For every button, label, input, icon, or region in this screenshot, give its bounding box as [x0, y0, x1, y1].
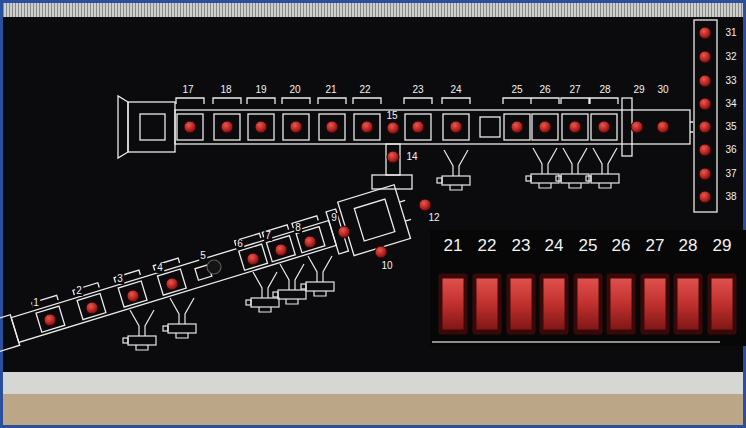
hopper-symbol: [123, 310, 156, 350]
lamp-strip: [694, 20, 717, 212]
callout-number: 10: [380, 261, 393, 271]
lower-barrel: [0, 183, 416, 363]
callout-number: 6: [236, 239, 244, 249]
callout-number: 7: [264, 231, 272, 241]
callout-number: 25: [510, 85, 523, 95]
callout-number: 24: [449, 85, 462, 95]
switch-number: 28: [678, 237, 699, 254]
hopper-symbol: [163, 298, 196, 338]
callout-number: 34: [724, 99, 737, 109]
switch-number: 25: [578, 237, 599, 254]
callout-number: 38: [724, 192, 737, 202]
callout-number: 12: [427, 213, 440, 223]
upper-barrel: [118, 96, 693, 158]
callout-number: 9: [330, 213, 338, 223]
callout-number: 19: [254, 85, 267, 95]
callout-number: 33: [724, 76, 737, 86]
callout-number: 3: [116, 274, 124, 284]
callout-number: 29: [632, 85, 645, 95]
switch-number: 21: [443, 237, 464, 254]
callout-number: 1: [32, 298, 40, 308]
callout-number: 23: [411, 85, 424, 95]
panel-face: [3, 3, 743, 425]
callout-number: 18: [219, 85, 232, 95]
callout-number: 32: [724, 52, 737, 62]
cabinet-base: [3, 394, 743, 425]
callout-number: 22: [358, 85, 371, 95]
callout-number: 2: [75, 286, 83, 296]
callout-number: 36: [724, 145, 737, 155]
callout-number: 35: [724, 122, 737, 132]
callout-number: 4: [156, 263, 164, 273]
callout-number: 20: [288, 85, 301, 95]
switch-number: 22: [477, 237, 498, 254]
callout-number: 30: [656, 85, 669, 95]
switch-number: 26: [611, 237, 632, 254]
hopper-symbol: [526, 148, 559, 188]
panel-rim: [3, 372, 743, 394]
callout-number: 37: [724, 169, 737, 179]
feed-stem: [372, 144, 412, 189]
callout-number: 14: [405, 152, 418, 162]
hopper-symbol: [437, 150, 470, 190]
hopper-symbol: [556, 148, 589, 188]
switch-number: 29: [712, 237, 733, 254]
hopper-symbol: [301, 256, 334, 296]
switch-panel: [430, 230, 746, 346]
callout-number: 26: [538, 85, 551, 95]
callout-number: 8: [294, 223, 302, 233]
callout-number: 5: [199, 251, 207, 261]
callout-number: 15: [385, 111, 398, 121]
callout-number: 31: [724, 28, 737, 38]
callout-number: 21: [324, 85, 337, 95]
hopper-group: [123, 148, 619, 350]
switch-number: 27: [645, 237, 666, 254]
switch-number: 24: [544, 237, 565, 254]
callout-number: 17: [181, 85, 194, 95]
callout-number: 28: [598, 85, 611, 95]
empty-lamp-socket: [207, 260, 221, 274]
hopper-symbol: [586, 148, 619, 188]
switch-number: 23: [511, 237, 532, 254]
vent-grille: [3, 3, 743, 17]
callout-number: 27: [568, 85, 581, 95]
